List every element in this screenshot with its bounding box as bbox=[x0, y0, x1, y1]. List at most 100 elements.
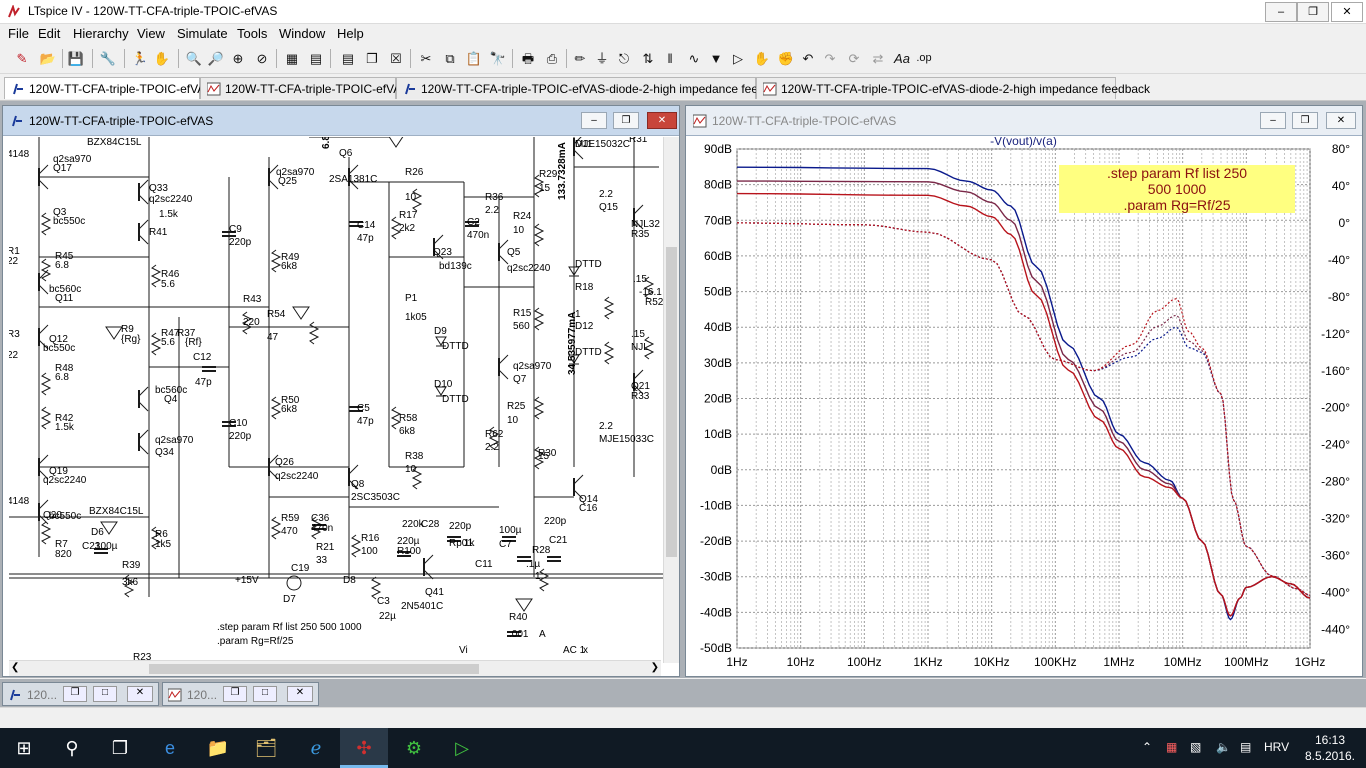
diode-icon[interactable]: ▼ bbox=[709, 51, 723, 66]
schematic-minimize-button[interactable]: – bbox=[581, 112, 607, 129]
waveform-window[interactable]: 120W-TT-CFA-triple-TPOIC-efVAS – ❐ ✕ 1Hz… bbox=[685, 105, 1363, 677]
menu-simulate[interactable]: Simulate bbox=[177, 26, 228, 41]
tab-waveform-1[interactable]: 120W-TT-CFA-triple-TPOIC-efVAS bbox=[200, 77, 409, 99]
schematic-label: bc550c bbox=[49, 511, 81, 522]
open-file-icon[interactable]: 📂 bbox=[39, 51, 57, 66]
menu-edit[interactable]: Edit bbox=[38, 26, 61, 41]
autorange-icon[interactable]: ▦ bbox=[285, 51, 299, 66]
schematic-vertical-scrollbar[interactable] bbox=[663, 137, 679, 663]
maximize-icon[interactable]: □ bbox=[253, 686, 277, 702]
scroll-left-icon[interactable]: ❮ bbox=[11, 662, 20, 673]
menu-tools[interactable]: Tools bbox=[237, 26, 268, 41]
zoom-cancel-icon[interactable]: ⊘ bbox=[256, 51, 268, 66]
search-icon[interactable]: ⚲ bbox=[65, 738, 79, 758]
tray-volume-icon[interactable]: 🔈 bbox=[1216, 740, 1231, 754]
redo-icon[interactable]: ↷ bbox=[824, 51, 836, 66]
circuit-app-icon[interactable]: ▷ bbox=[455, 738, 469, 758]
find-icon[interactable]: 🔭 bbox=[489, 51, 507, 66]
menu-help[interactable]: Help bbox=[337, 26, 364, 41]
grid-icon[interactable]: ▤ bbox=[309, 51, 323, 66]
schematic-close-button[interactable]: ✕ bbox=[647, 112, 677, 129]
cut-icon[interactable]: ✂ bbox=[420, 51, 432, 66]
component-icon[interactable]: ▷ bbox=[733, 51, 743, 66]
edge-icon[interactable]: e bbox=[164, 738, 175, 758]
paste-icon[interactable]: 📋 bbox=[465, 51, 483, 66]
tray-network-icon[interactable]: ▧ bbox=[1190, 740, 1202, 754]
close-icon[interactable]: ✕ bbox=[127, 686, 153, 702]
capacitor-icon[interactable]: ‖ bbox=[667, 51, 673, 66]
tab-schematic-1[interactable]: 120W-TT-CFA-triple-TPOIC-efVAS bbox=[4, 77, 213, 99]
file-explorer-icon[interactable]: 📁 bbox=[206, 738, 230, 758]
schematic-restore-button[interactable]: ❐ bbox=[613, 112, 639, 129]
open-schematic-icon[interactable]: ✎ bbox=[16, 51, 28, 66]
start-icon[interactable]: ⊞ bbox=[16, 738, 32, 758]
y2-tick-label: -80° bbox=[1328, 290, 1350, 304]
tray-expand-icon[interactable]: ⌃ bbox=[1142, 740, 1153, 754]
print-setup-icon[interactable]: ⎙ bbox=[546, 51, 558, 66]
vertical-scroll-thumb[interactable] bbox=[666, 247, 677, 557]
zoom-out-icon[interactable]: 🔎 bbox=[207, 51, 225, 66]
minimize-button[interactable]: – bbox=[1265, 2, 1297, 22]
tray-ltspice-icon[interactable]: ▦ bbox=[1166, 740, 1178, 754]
move-icon[interactable]: ✋ bbox=[753, 51, 771, 66]
waveform-restore-button[interactable]: ❐ bbox=[1292, 112, 1318, 129]
save-icon[interactable]: 💾 bbox=[67, 51, 85, 66]
restore-icon[interactable]: ❐ bbox=[223, 686, 247, 702]
close-button[interactable]: ✕ bbox=[1331, 2, 1363, 22]
control-panel-icon[interactable]: 🔧 bbox=[99, 51, 117, 66]
close-all-icon[interactable]: ☒ bbox=[390, 51, 402, 66]
spice-directive-icon[interactable]: .op bbox=[916, 52, 932, 64]
schematic-label: R49 bbox=[281, 252, 300, 263]
schematic-window[interactable]: 120W-TT-CFA-triple-TPOIC-efVAS – ❐ ✕ 414… bbox=[2, 105, 680, 677]
language-indicator[interactable]: HRV bbox=[1264, 740, 1290, 754]
schematic-horizontal-scrollbar[interactable]: ❮ ❯ bbox=[9, 660, 661, 676]
maximize-button[interactable]: ❐ bbox=[1297, 2, 1329, 22]
draw-wire-icon[interactable]: ✏ bbox=[574, 51, 586, 66]
resistor-icon[interactable]: ⇅ bbox=[642, 51, 654, 66]
waveform-minimize-button[interactable]: – bbox=[1260, 112, 1286, 129]
zoom-fit-icon[interactable]: ⊕ bbox=[232, 51, 244, 66]
ltspice-icon[interactable]: ✣ bbox=[340, 728, 388, 768]
close-icon[interactable]: ✕ bbox=[287, 686, 313, 702]
y-tick-label: 80dB bbox=[704, 178, 732, 192]
tray-action-center-icon[interactable]: ▤ bbox=[1240, 740, 1252, 754]
menu-hierarchy[interactable]: Hierarchy bbox=[73, 26, 129, 41]
green-app-icon[interactable]: ⚙ bbox=[405, 738, 423, 758]
undo-icon[interactable]: ↶ bbox=[802, 51, 814, 66]
tab-schematic-2[interactable]: 120W-TT-CFA-triple-TPOIC-efVAS-diode-2-h… bbox=[396, 77, 790, 99]
waveform-close-button[interactable]: ✕ bbox=[1326, 112, 1356, 129]
cascade-icon[interactable]: ❐ bbox=[366, 51, 378, 66]
run-icon[interactable]: 🏃 bbox=[131, 51, 149, 66]
clock[interactable]: 16:13 8.5.2016. bbox=[1298, 732, 1362, 764]
menu-view[interactable]: View bbox=[137, 26, 165, 41]
triangle-symbol bbox=[515, 598, 533, 612]
inductor-icon[interactable]: ∿ bbox=[688, 51, 700, 66]
minimized-waveform-window[interactable]: 120... ❐ □ ✕ bbox=[162, 682, 319, 706]
minimized-schematic-window[interactable]: 120... ❐ □ ✕ bbox=[2, 682, 159, 706]
ie-icon[interactable]: ℯ bbox=[310, 738, 322, 758]
maximize-icon[interactable]: □ bbox=[93, 686, 117, 702]
horizontal-scroll-thumb[interactable] bbox=[149, 664, 479, 674]
folder-icon[interactable]: 🗂 bbox=[254, 738, 278, 758]
ground-icon[interactable]: ⏚ bbox=[595, 51, 609, 66]
zoom-in-icon[interactable]: 🔍 bbox=[185, 51, 203, 66]
mirror-icon[interactable]: ⇄ bbox=[872, 51, 884, 66]
restore-icon[interactable]: ❐ bbox=[63, 686, 87, 702]
rotate-icon[interactable]: ⟳ bbox=[848, 51, 860, 66]
scroll-right-icon[interactable]: ❯ bbox=[650, 662, 659, 673]
task-view-icon[interactable]: ❐ bbox=[111, 738, 129, 758]
tile-horizontal-icon[interactable]: ▤ bbox=[341, 51, 355, 66]
menu-file[interactable]: File bbox=[8, 26, 29, 41]
drag-icon[interactable]: ✊ bbox=[777, 51, 795, 66]
tab-waveform-2[interactable]: 120W-TT-CFA-triple-TPOIC-efVAS-diode-2-h… bbox=[756, 77, 1150, 99]
menu-window[interactable]: Window bbox=[279, 26, 326, 41]
label-net-icon[interactable]: ⎋ bbox=[618, 51, 630, 66]
copy-icon[interactable]: ⧉ bbox=[445, 51, 455, 66]
print-icon[interactable]: 🖶 bbox=[521, 51, 535, 66]
text-icon[interactable]: Aa bbox=[894, 51, 910, 66]
halt-icon[interactable]: ✋ bbox=[153, 51, 171, 66]
